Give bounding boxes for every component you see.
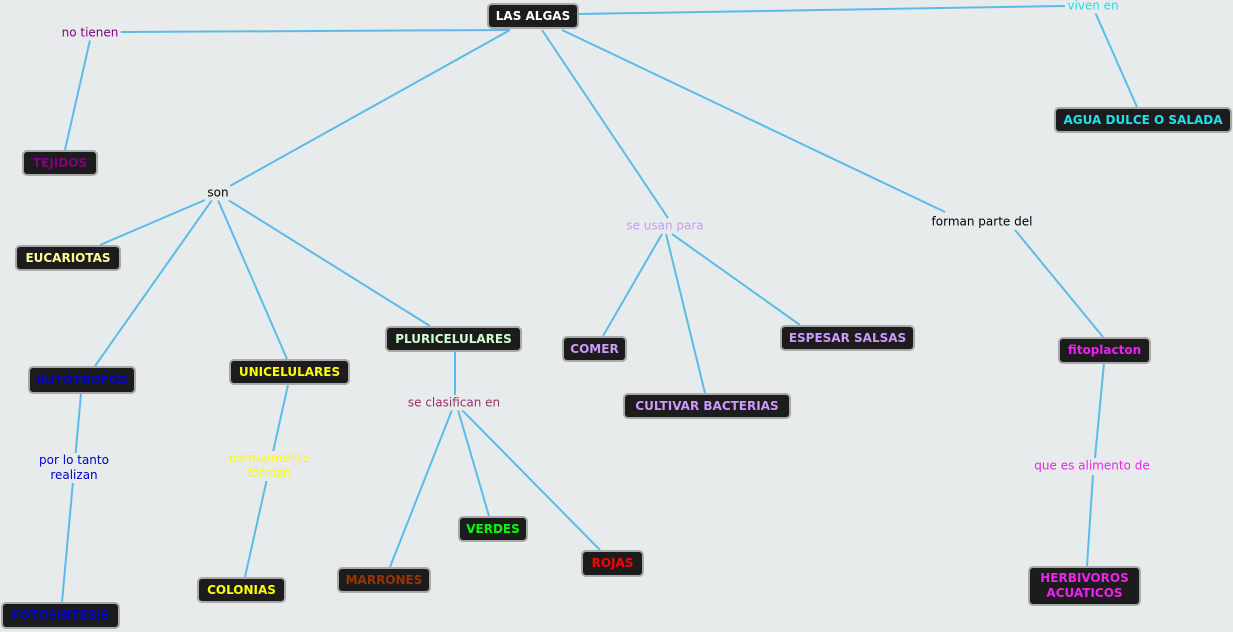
link-line (577, 5, 1066, 15)
concept-node-cultivar[interactable]: CULTIVAR BACTERIAS (623, 393, 791, 419)
link-label-viven-en[interactable]: viven en (1065, 0, 1121, 14)
concept-node-marrones[interactable]: MARRONES (337, 567, 431, 593)
link-line (461, 409, 601, 551)
concept-node-colonias[interactable]: COLONIAS (197, 577, 286, 603)
concept-node-unicelulares[interactable]: UNICELULARES (229, 359, 350, 385)
link-label-se-usan-para[interactable]: se usan para (624, 218, 706, 234)
concept-node-autotrofos[interactable]: AUTÓTROFOS (28, 366, 136, 394)
link-line (665, 233, 706, 394)
concept-node-fitoplacton[interactable]: fitoplacton (1058, 337, 1151, 364)
link-line (1086, 474, 1094, 567)
link-label-forman-parte-del[interactable]: forman parte del (929, 214, 1035, 230)
concept-node-tejidos[interactable]: TEJIDOS (22, 150, 98, 176)
link-line (602, 233, 663, 337)
link-line (457, 409, 490, 517)
concept-node-fotosintesis[interactable]: FOTOSINTESIS (1, 602, 120, 629)
concept-node-comer[interactable]: COMER (562, 336, 627, 362)
concept-node-verdes[interactable]: VERDES (458, 516, 528, 542)
link-line (64, 39, 91, 151)
link-label-alimento[interactable]: que es alimento de (1032, 458, 1152, 474)
link-line (389, 409, 453, 568)
link-line (224, 197, 431, 327)
concept-node-eucariotas[interactable]: EUCARIOTAS (15, 245, 121, 271)
link-label-normalmente[interactable]: normalmente forman (226, 451, 312, 481)
link-line (119, 29, 511, 33)
concept-node-espesar[interactable]: ESPESAR SALSAS (780, 325, 915, 351)
link-line (671, 233, 801, 326)
link-line (94, 199, 213, 367)
link-label-se-clasifican-en[interactable]: se clasifican en (405, 395, 503, 411)
link-label-por-lo-tanto[interactable]: por lo tanto realizan (37, 453, 111, 483)
link-line (1094, 11, 1138, 108)
concept-node-las-algas[interactable]: LAS ALGAS (487, 3, 579, 29)
link-line (61, 393, 82, 603)
link-line (1094, 362, 1105, 459)
concept-node-rojas[interactable]: ROJAS (581, 550, 644, 577)
link-line (229, 29, 511, 187)
concept-node-herbivoros[interactable]: HERBIVOROS ACUATICOS (1028, 566, 1141, 606)
link-line (1014, 229, 1104, 338)
link-line (541, 29, 669, 219)
link-label-no-tienen[interactable]: no tienen (59, 25, 121, 41)
concept-node-pluricelulares[interactable]: PLURICELULARES (385, 326, 522, 352)
link-line (561, 29, 946, 213)
concept-node-agua[interactable]: AGUA DULCE O SALADA (1054, 107, 1232, 133)
link-line (244, 384, 289, 578)
link-line (217, 199, 288, 360)
link-line (99, 199, 206, 246)
link-label-son[interactable]: son (205, 185, 231, 201)
